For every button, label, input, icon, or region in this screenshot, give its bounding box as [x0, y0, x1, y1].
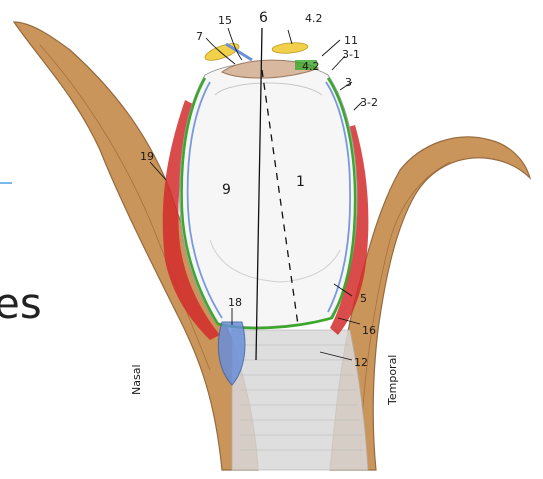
label-7: 7: [196, 30, 203, 43]
label-3-2: 3-2: [360, 96, 378, 109]
label-4-2-top: 4.2: [305, 12, 323, 25]
label-11: 11: [344, 34, 358, 47]
label-18: 18: [228, 296, 242, 309]
eyelid-left-yellow: [203, 40, 241, 64]
label-3-1: 3-1: [342, 48, 360, 61]
label-temporal: Temporal: [386, 355, 399, 406]
partial-edge-text: es: [0, 279, 42, 328]
label-6: 6: [259, 10, 268, 26]
label-19: 19: [140, 150, 154, 163]
label-4-2-side: 4.2: [302, 60, 320, 73]
label-15: 15: [218, 14, 232, 27]
label-nasal: Nasal: [130, 365, 143, 396]
label-1: 1: [296, 174, 305, 190]
eyelid-right-yellow: [272, 41, 309, 54]
label-3: 3: [345, 76, 352, 89]
label-5: 5: [360, 292, 367, 305]
optic-nerve: [232, 330, 368, 470]
label-16: 16: [362, 324, 376, 337]
label-12: 12: [354, 356, 368, 369]
label-9: 9: [222, 182, 231, 198]
